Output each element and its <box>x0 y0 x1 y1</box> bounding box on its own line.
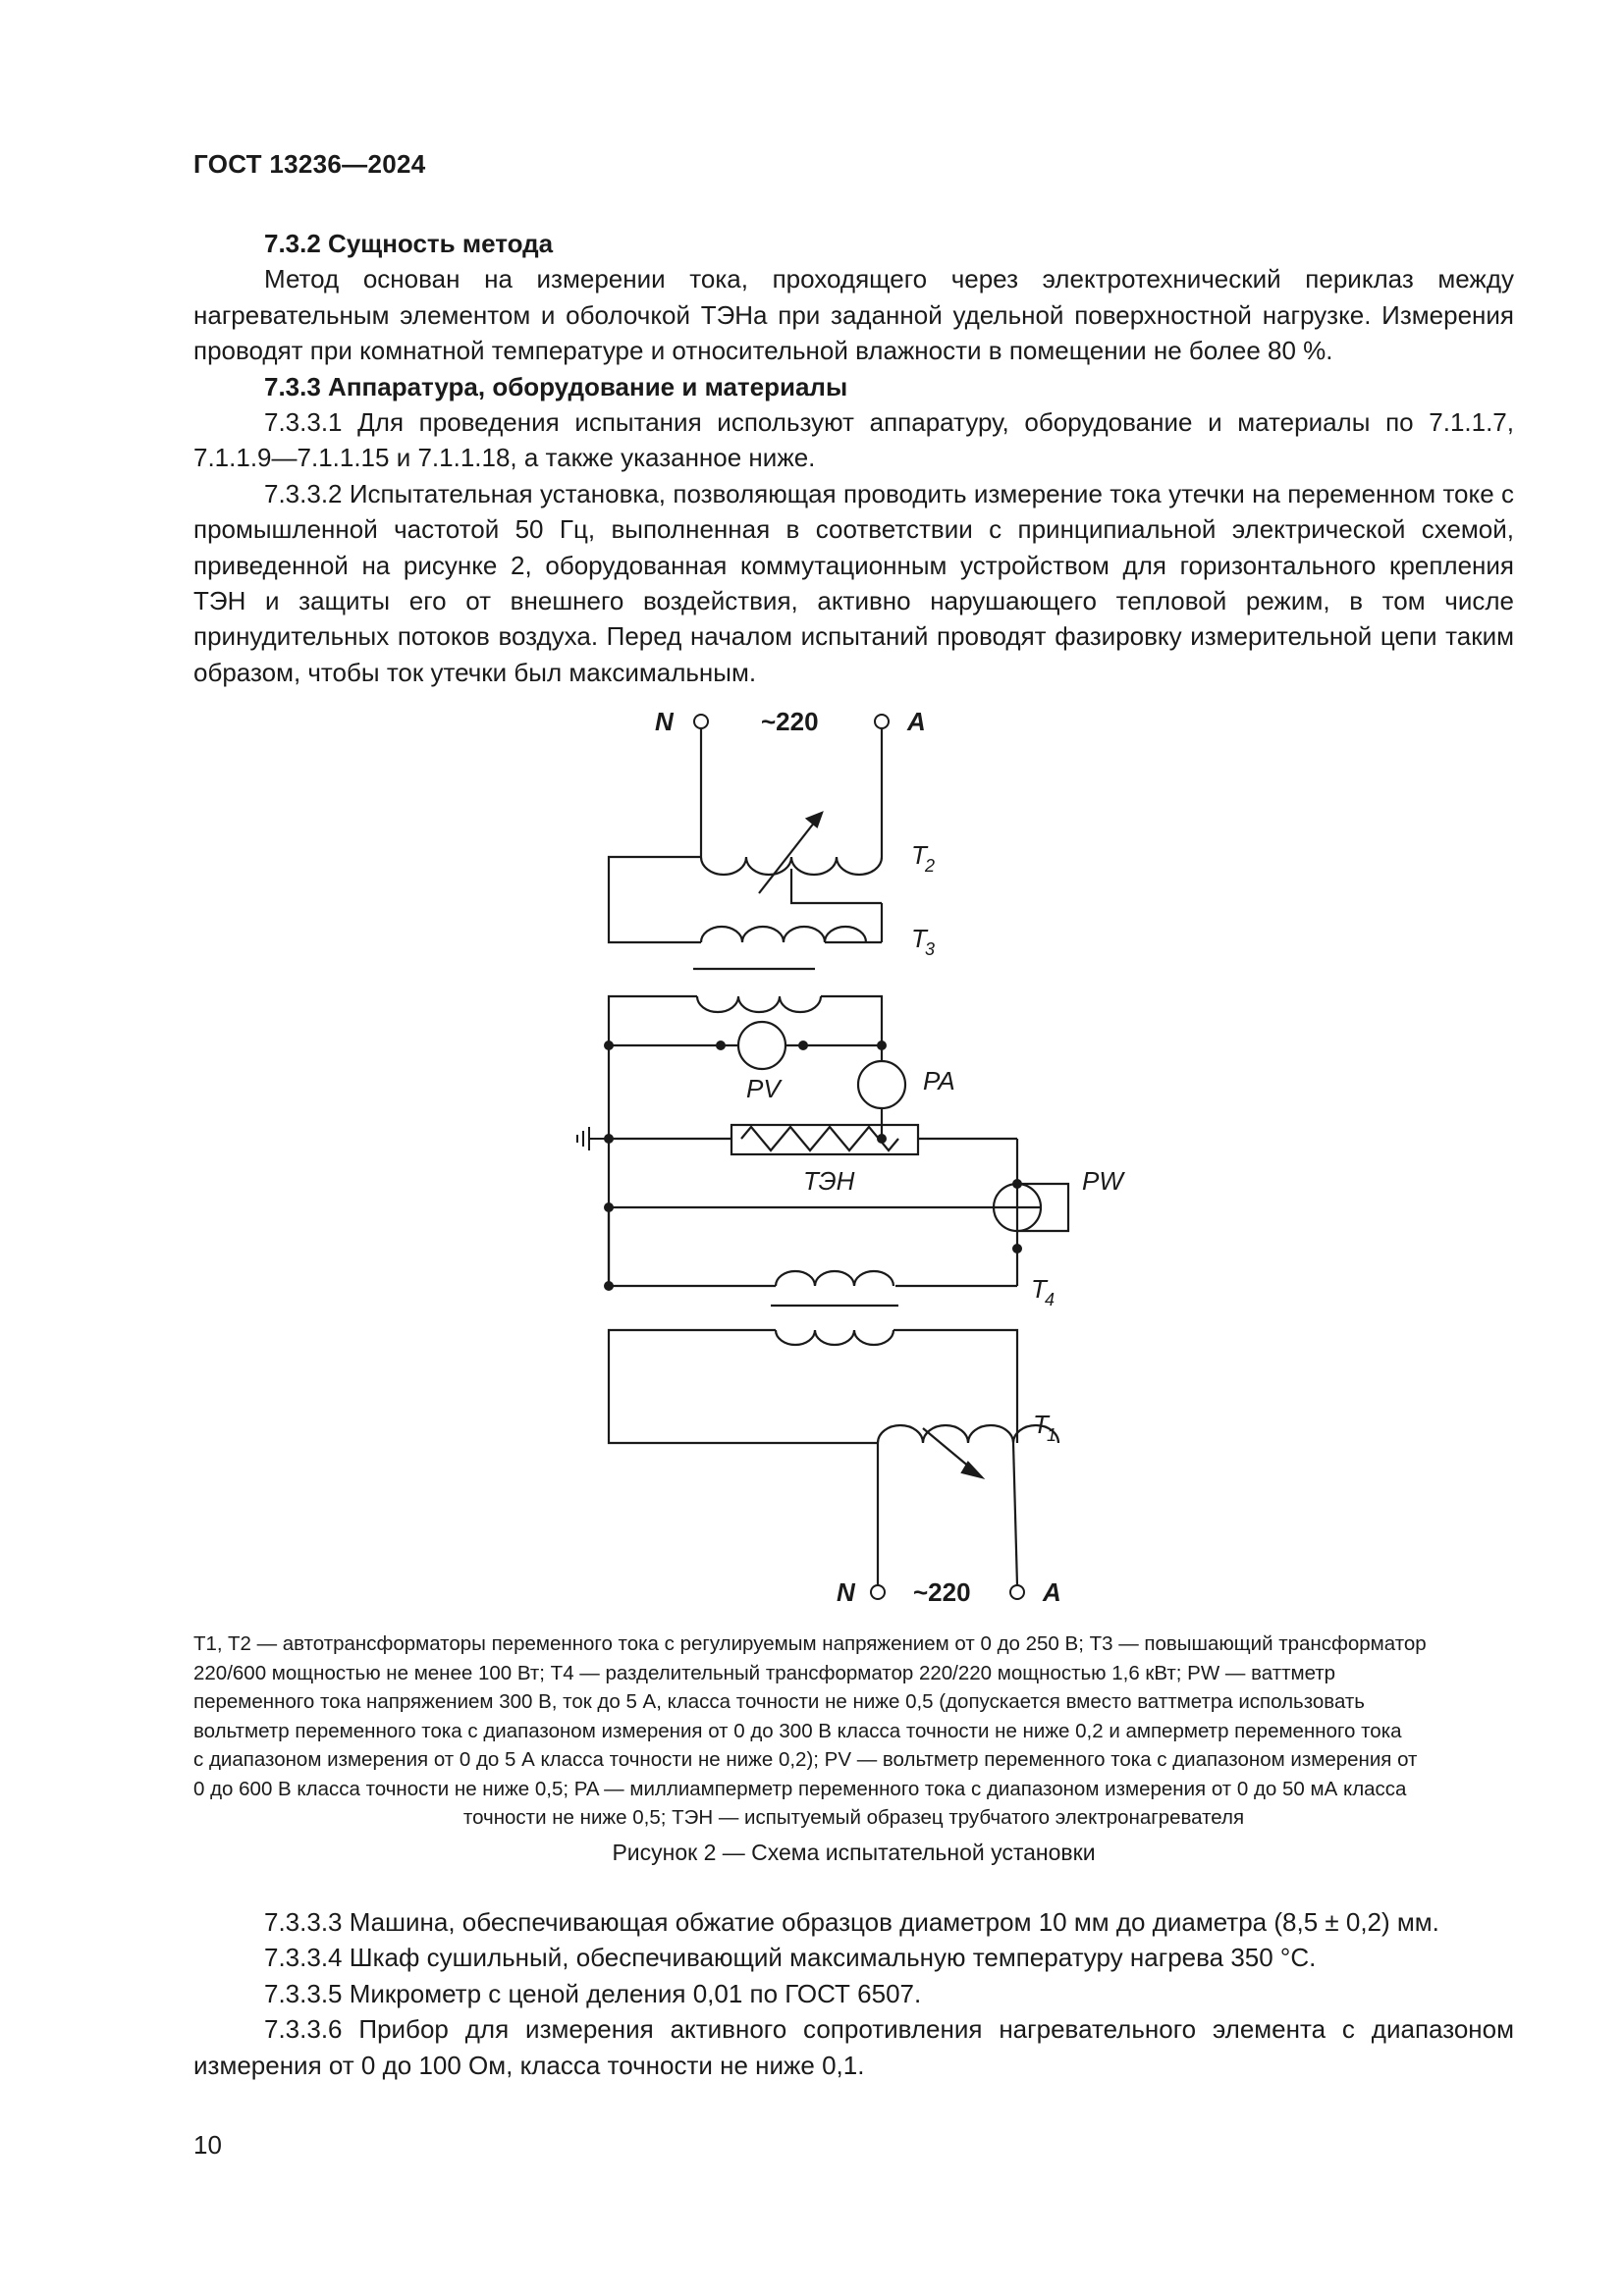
standard-header: ГОСТ 13236—2024 <box>193 149 426 179</box>
junction-dots <box>604 1041 1022 1291</box>
ground-icon <box>576 1127 609 1150</box>
paragraph-7-3-3-3: 7.3.3.3 Машина, обеспечивающая обжатие о… <box>264 1907 1439 1937</box>
figure-title: Рисунок 2 — Схема испытательной установк… <box>612 1840 1096 1865</box>
label-voltage-top: ~220 <box>761 707 819 736</box>
label-n-top: N <box>655 707 675 736</box>
legend-line: 0 до 600 В класса точности не ниже 0,5; … <box>193 1777 1407 1800</box>
paragraph-7-3-3-1: 7.3.3.1 Для проведения испытания использ… <box>193 407 1514 473</box>
paragraph-7-3-3-2: 7.3.3.2 Испытательная установка, позволя… <box>193 478 1514 687</box>
paragraph-7-3-3-4: 7.3.3.4 Шкаф сушильный, обеспечивающий м… <box>264 1943 1317 1973</box>
label-pv: PV <box>746 1074 783 1103</box>
label-voltage-bottom: ~220 <box>913 1577 971 1607</box>
label-a-top: A <box>906 707 926 736</box>
label-t1: T <box>1033 1410 1051 1439</box>
circuit-wires <box>607 729 1070 1586</box>
section-heading-7-3-3: 7.3.3 Аппаратура, оборудование и материа… <box>264 371 848 401</box>
terminal-circles <box>693 714 1025 1600</box>
label-t2: T <box>911 840 929 870</box>
label-n-bottom: N <box>837 1577 856 1607</box>
paragraph-7-3-3-6: 7.3.3.6 Прибор для измерения активного с… <box>193 2014 1514 2080</box>
label-t4-sub: 4 <box>1045 1290 1055 1309</box>
paragraph-method: Метод основан на измерении тока, проходя… <box>193 264 1514 366</box>
label-pw: PW <box>1082 1166 1125 1196</box>
label-pa: PA <box>923 1066 955 1095</box>
legend-line: вольтметр переменного тока с диапазоном … <box>193 1719 1402 1742</box>
label-a-bottom: A <box>1042 1577 1061 1607</box>
paragraph-7-3-3-5: 7.3.3.5 Микрометр с ценой деления 0,01 п… <box>264 1978 922 2008</box>
circuit-diagram: N ~220 A T 2 T 3 PV PA ТЭН PW T 4 T 1 N … <box>576 707 1125 1607</box>
legend-line: T1, T2 — автотрансформаторы переменного … <box>193 1632 1427 1655</box>
label-t3: T <box>911 924 929 953</box>
legend-line: 220/600 мощностью не менее 100 Вт; T4 — … <box>193 1661 1336 1684</box>
label-t1-sub: 1 <box>1047 1425 1056 1445</box>
section-heading-7-3-2: 7.3.2 Сущность метода <box>264 229 554 258</box>
label-t3-sub: 3 <box>925 939 935 959</box>
legend-line: переменного тока напряжением 300 В, ток … <box>193 1690 1365 1713</box>
label-t4: T <box>1031 1274 1049 1304</box>
legend-line: точности не ниже 0,5; ТЭН — испытуемый о… <box>462 1806 1245 1829</box>
page-number: 10 <box>193 2130 222 2160</box>
bottom-section: 7.3.3.3 Машина, обеспечивающая обжатие о… <box>193 1904 1514 2083</box>
top-section: 7.3.2 Сущность метода Метод основан на и… <box>193 226 1514 690</box>
legend-line: с диапазоном измерения от 0 до 5 А класс… <box>193 1748 1418 1771</box>
figure-legend: T1, T2 — автотрансформаторы переменного … <box>193 1629 1514 1833</box>
label-ten: ТЭН <box>803 1166 855 1196</box>
label-t2-sub: 2 <box>924 856 935 876</box>
